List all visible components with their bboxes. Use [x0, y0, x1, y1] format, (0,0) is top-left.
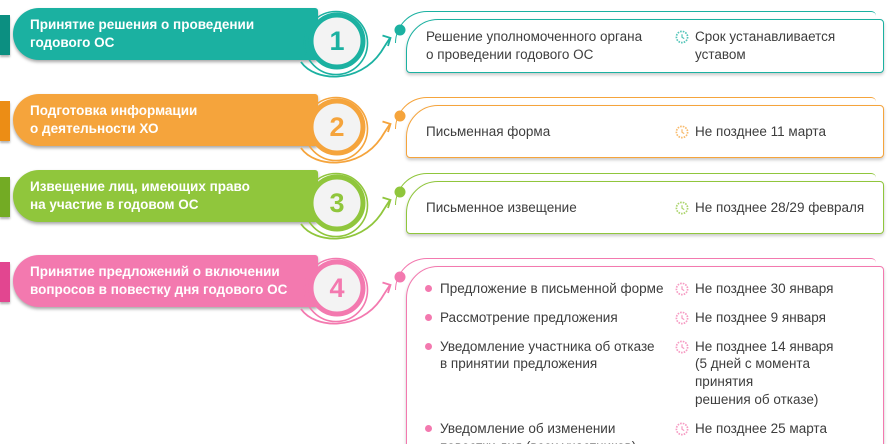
arrowhead-icon	[382, 196, 392, 209]
step-1-item-text: Решение уполномоченного органа о проведе…	[426, 29, 643, 62]
step-number-badge: 1	[300, 10, 406, 78]
list-item: Рассмотрение предложения Не позднее 9 ян…	[425, 309, 871, 327]
step-row-4: Принятие предложений о включении вопросо…	[0, 255, 890, 444]
connector-dot	[394, 186, 406, 198]
step-1-title: Принятие решения о проведении годового О…	[30, 17, 255, 50]
accent-strip	[0, 262, 10, 302]
step-1-label-pill: Принятие решения о проведении годового О…	[0, 8, 318, 60]
step-4-item-3-deadline: Не позднее 14 января (5 дней с момента п…	[695, 338, 834, 408]
step-3-title: Извещение лиц, имеющих право на участие …	[30, 179, 250, 212]
step-2-label-pill: Подготовка информации о деятельности ХО	[0, 94, 318, 146]
connector-dot	[394, 24, 406, 36]
list-item: Уведомление об изменении повестки дня (в…	[425, 420, 871, 444]
arrow-icon	[300, 37, 391, 78]
step-4-item-4-deadline: Не позднее 25 марта	[695, 420, 827, 436]
step-4-item-1-deadline: Не позднее 30 января	[695, 281, 834, 296]
clock-icon	[675, 282, 689, 296]
step-4-item-1-text: Предложение в письменной форме	[440, 281, 664, 296]
number-circle	[308, 174, 366, 232]
bullet-dot	[425, 424, 432, 432]
arrowhead-icon	[382, 120, 392, 133]
step-number-badge: 3	[300, 172, 406, 240]
step-4-number: 4	[329, 273, 344, 303]
step-1-number: 1	[329, 26, 344, 56]
connector-dot	[394, 271, 406, 283]
outer-ring	[303, 172, 369, 238]
accent-strip	[0, 101, 10, 141]
step-number-badge: 2	[300, 96, 406, 164]
step-3-detail: Письменное извещение Не позднее 28/29 фе…	[395, 173, 884, 234]
clock-icon	[675, 422, 689, 436]
clock-icon	[675, 340, 689, 354]
outer-ring	[303, 257, 369, 323]
arrow-icon	[300, 199, 391, 240]
clock-icon	[675, 311, 689, 325]
arrow-icon	[300, 123, 391, 164]
number-circle	[308, 12, 366, 70]
step-2-item-text: Письменная форма	[426, 123, 551, 139]
step-row-1: Принятие решения о проведении годового О…	[0, 8, 890, 94]
outer-ring	[303, 96, 369, 162]
clock-icon	[675, 201, 689, 215]
step-number-badge: 4	[300, 257, 406, 325]
outer-ring	[303, 10, 369, 76]
step-row-3: Извещение лиц, имеющих право на участие …	[0, 170, 890, 255]
step-4-item-2-text: Рассмотрение предложения	[440, 309, 618, 325]
step-2-deadline: Не позднее 11 марта	[695, 123, 826, 139]
arrowhead-icon	[382, 34, 392, 47]
bullet-dot	[425, 285, 432, 292]
step-4-item-2-deadline: Не позднее 9 января	[695, 309, 826, 325]
step-row-2: Подготовка информации о деятельности ХО …	[0, 94, 890, 170]
number-circle	[308, 259, 366, 317]
list-item: Предложение в письменной форме Не поздне…	[425, 280, 871, 298]
step-4-title: Принятие предложений о включении вопросо…	[30, 264, 288, 297]
list-item: Уведомление участника об отказе в принят…	[425, 338, 871, 409]
step-2-number: 2	[329, 112, 344, 142]
step-1-detail: Решение уполномоченного органа о проведе…	[395, 11, 884, 73]
step-4-label-pill: Принятие предложений о включении вопросо…	[0, 255, 318, 307]
step-3-deadline: Не позднее 28/29 февраля	[695, 199, 865, 215]
step-4-item-4-text: Уведомление об изменении повестки дня (в…	[440, 420, 636, 444]
bullet-dot	[425, 313, 432, 321]
arrowhead-icon	[382, 281, 392, 294]
step-4-item-3-text: Уведомление участника об отказе в принят…	[440, 338, 655, 372]
step-3-item-text: Письменное извещение	[426, 199, 577, 215]
step-3-number: 3	[329, 188, 344, 218]
clock-icon	[675, 125, 689, 139]
arrow-icon	[300, 284, 391, 325]
step-1-deadline: Срок устанавливается уставом	[695, 29, 836, 62]
step-4-detail: Предложение в письменной форме Не поздне…	[395, 258, 884, 444]
bullet-dot	[425, 342, 432, 350]
step-3-label-pill: Извещение лиц, имеющих право на участие …	[0, 170, 318, 222]
connector-dot	[394, 110, 406, 122]
number-circle	[308, 98, 366, 156]
clock-icon	[675, 30, 689, 44]
accent-strip	[0, 15, 10, 55]
step-2-title: Подготовка информации о деятельности ХО	[30, 103, 198, 136]
step-2-detail: Письменная форма Не позднее 11 марта	[395, 97, 884, 158]
accent-strip	[0, 177, 10, 217]
